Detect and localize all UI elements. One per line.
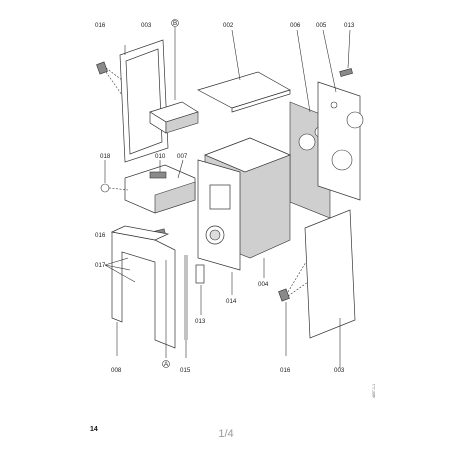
part-013-bracket-top	[339, 29, 353, 77]
label-010: 010	[155, 153, 166, 160]
label-013-top: 013	[344, 22, 355, 29]
page-number: 14	[90, 426, 98, 433]
part-010-007-burner	[124, 159, 196, 214]
part-018-fitting	[100, 160, 129, 193]
part-017-leaders	[104, 257, 136, 283]
part-016-clip-lower	[278, 261, 309, 356]
exploded-diagram: 016 003 B 002 006 005 013 018 010 007 01…	[95, 19, 364, 374]
label-002: 002	[223, 22, 234, 29]
label-b: B	[173, 20, 177, 27]
label-013-lower: 013	[195, 318, 206, 325]
label-003-top: 003	[141, 22, 152, 29]
label-008: 008	[111, 367, 122, 374]
part-004-boiler-body	[197, 137, 291, 278]
label-003-lower: 003	[334, 367, 345, 374]
label-004: 004	[258, 281, 269, 288]
label-a: A	[164, 361, 169, 368]
marker-b	[171, 19, 179, 100]
part-015-rod	[184, 255, 188, 358]
part-008-front-frame	[110, 225, 176, 356]
part-013-bracket-lower	[195, 264, 205, 315]
label-016-middle: 016	[95, 232, 106, 239]
label-017: 017	[95, 262, 106, 269]
label-005: 005	[316, 22, 327, 29]
page-indicator: 1/4	[218, 428, 234, 440]
part-005-back-panel	[317, 29, 364, 201]
exploded-diagram-sheet: 016 003 B 002 006 005 013 018 010 007 01…	[95, 19, 364, 374]
label-007: 007	[177, 153, 188, 160]
marker-a	[162, 260, 170, 368]
part-control-box	[149, 101, 199, 134]
part-016-clip-top	[96, 61, 123, 96]
reference-code: 4837-1-1	[372, 383, 376, 398]
part-002-top-cover	[197, 29, 291, 113]
label-014: 014	[226, 298, 237, 305]
label-016-top: 016	[95, 22, 106, 29]
label-006: 006	[290, 22, 301, 29]
label-015: 015	[180, 367, 191, 374]
part-003-frame	[119, 39, 169, 163]
label-016-lower: 016	[280, 367, 291, 374]
label-018: 018	[100, 153, 111, 160]
part-003-door-panel	[304, 209, 356, 368]
